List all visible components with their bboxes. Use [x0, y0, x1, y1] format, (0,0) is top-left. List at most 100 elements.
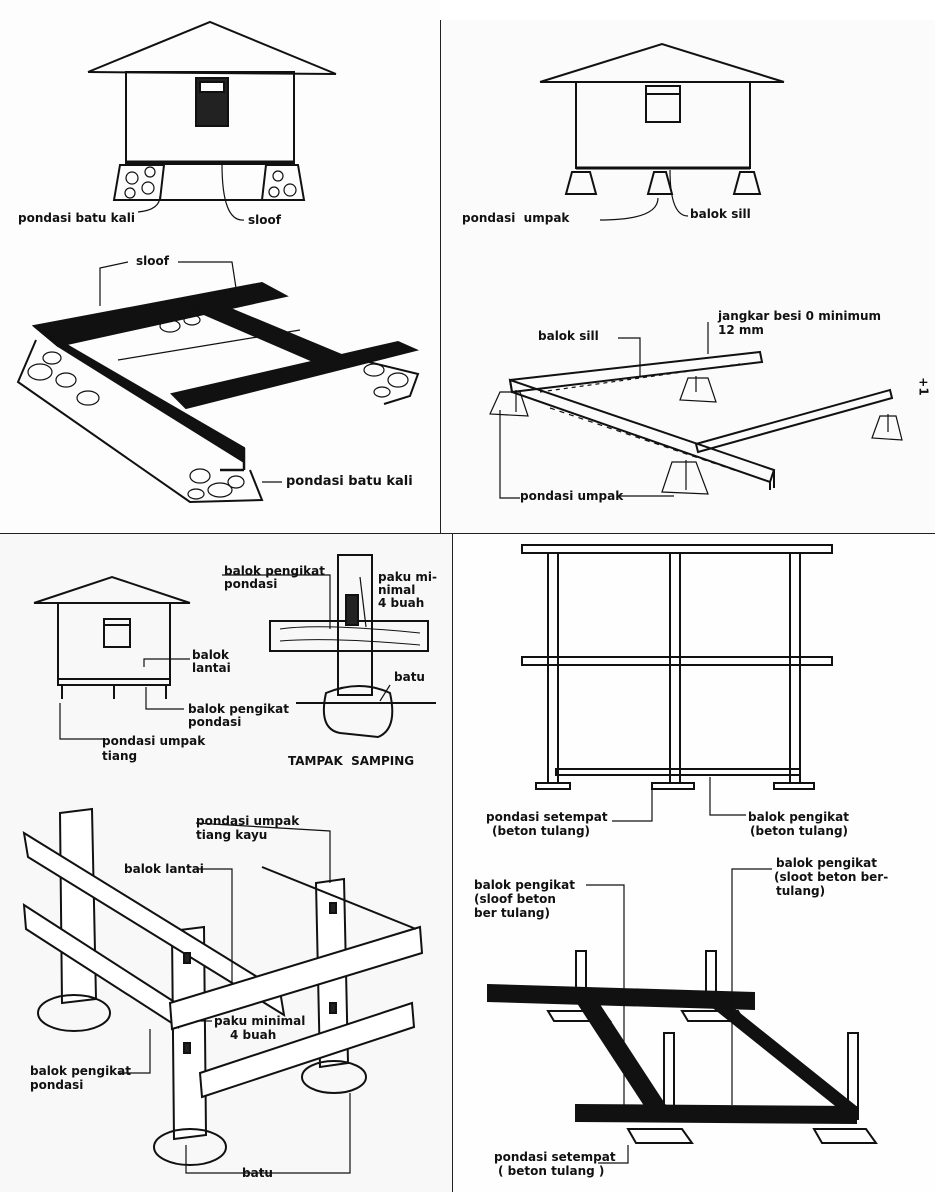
label-pengikat-b2: pondasi: [188, 715, 242, 729]
label-umpak-kayu-2: tiang kayu: [196, 828, 268, 842]
label-pengikat-top-2: pondasi: [224, 577, 278, 591]
tiang-kayu-drawing: [22, 554, 436, 1174]
label-setempat-2: (beton tulang): [492, 824, 591, 838]
beam-floor-1: [22, 830, 286, 1018]
label-pengikat-2: (beton tulang): [750, 824, 849, 838]
iso-col-3: [663, 1032, 675, 1120]
umpak-iso-2: [679, 377, 717, 403]
label-umpak-2: tiang: [102, 749, 138, 763]
column-1: [547, 552, 559, 784]
panel-batu-kali: pondasi batu kali sloof sloof pondasi ba…: [0, 0, 440, 533]
label-lantai-2: lantai: [192, 661, 231, 675]
beton-tulang-drawing: [487, 544, 878, 1164]
house-roof: [87, 20, 337, 75]
iso-foot-4: [812, 1128, 878, 1144]
label-lantai-iso: balok lantai: [124, 862, 204, 876]
label-pengikat-1: balok pengikat: [748, 810, 849, 824]
house-window: [645, 85, 681, 123]
label-sloof-l3: ber tulang): [474, 906, 550, 920]
label-paku-3: 4 buah: [378, 596, 425, 610]
iso-foot-2: [680, 1010, 746, 1022]
label-batu-bottom: batu: [242, 1166, 273, 1180]
stone-iso-3: [301, 1060, 367, 1094]
label-sloof-r3: tulang): [776, 884, 826, 898]
stone-left: [112, 164, 166, 201]
umpak-iso-1: [489, 391, 529, 417]
stone-iso-1: [37, 994, 111, 1032]
label-pengikat-b1: balok pengikat: [188, 702, 289, 716]
label-pengikat-iso-1: balok pengikat: [30, 1064, 131, 1078]
panel-tiang-kayu: balok pengikat pondasi paku mi- nimal 4 …: [0, 533, 452, 1192]
beam-pengikat: [168, 925, 424, 1031]
sill-back: [508, 350, 764, 394]
umpak-iso-3: [661, 461, 709, 495]
column-2: [669, 552, 681, 784]
label-side-mark: +1: [916, 377, 931, 396]
stone-right: [260, 164, 306, 201]
label-balok-sill-plan: balok sill: [538, 329, 599, 343]
label-pondasi-umpak-top: pondasi umpak: [462, 211, 570, 225]
column-side: [337, 554, 373, 696]
iso-col-2: [705, 950, 717, 1002]
house-window: [103, 618, 131, 648]
label-umpak-kayu-1: pondasi umpak: [196, 814, 300, 828]
label-pondasi-batu-kali-top: pondasi batu kali: [18, 211, 135, 225]
umpak-left: [564, 171, 598, 195]
iso-sloof-front: [575, 1103, 857, 1125]
nail-plate: [345, 594, 359, 626]
label-paku-iso-1: paku minimal: [214, 1014, 306, 1028]
umpak-iso-4: [871, 415, 903, 441]
mid-beam: [521, 656, 833, 666]
umpak-middle: [646, 171, 674, 195]
label-sloof-top: sloof: [248, 213, 281, 227]
label-sloof-plan: sloof: [136, 254, 169, 268]
label-jangkar-line1: jangkar besi 0 minimum: [718, 309, 882, 323]
label-sloof-l1: balok pengikat: [474, 878, 575, 892]
sloof-beam: [555, 768, 801, 776]
label-pengikat-iso-2: pondasi: [30, 1078, 84, 1092]
label-pengikat-top-1: balok pengikat: [224, 564, 325, 578]
post-2: [170, 925, 208, 1141]
stone-side: [322, 685, 394, 739]
label-paku-2: nimal: [378, 583, 416, 597]
sloof-back: [31, 281, 289, 348]
house-wall: [57, 602, 171, 680]
panel-umpak: pondasi umpak balok sill balok sill jang…: [440, 20, 935, 533]
iso-foot-1: [546, 1010, 613, 1022]
floor-beam: [57, 678, 171, 686]
label-lantai-1: balok: [192, 648, 230, 662]
house-roof: [539, 42, 785, 83]
stone-base-right: [343, 355, 420, 405]
separator-vertical-bottom: [452, 533, 453, 1192]
label-jangkar-line2: 12 mm: [718, 323, 764, 337]
separator-horizontal: [0, 533, 935, 534]
label-balok-sill-top: balok sill: [690, 207, 751, 221]
stone-base-left: [16, 339, 264, 504]
label-sloof-l2: (sloof beton: [474, 892, 556, 906]
label-sloof-r2: (sloot beton ber-: [774, 870, 889, 884]
house-roof: [33, 575, 191, 604]
label-pondasi-umpak-plan: pondasi umpak: [520, 489, 624, 503]
post-1: [58, 807, 98, 1005]
label-paku-1: paku mi-: [378, 570, 437, 584]
top-beam: [521, 544, 833, 554]
iso-foot-3: [626, 1128, 694, 1144]
label-setempat-b2: ( beton tulang ): [498, 1164, 605, 1178]
sill-left: [508, 378, 776, 484]
iso-sloof-back: [487, 983, 755, 1011]
separator-vertical-top: [440, 20, 441, 533]
stone-iso-2: [153, 1128, 227, 1166]
label-setempat-1: pondasi setempat: [486, 810, 608, 824]
sill-right: [694, 388, 894, 454]
label-paku-iso-2: 4 buah: [230, 1028, 277, 1042]
label-umpak-1: pondasi umpak: [102, 734, 206, 748]
iso-col-4: [847, 1032, 859, 1120]
house-wall: [125, 71, 295, 165]
iso-sloof-left: [576, 1002, 668, 1108]
label-setempat-b1: pondasi setempat: [494, 1150, 616, 1164]
panel-beton-tulang: pondasi setempat (beton tulang) balok pe…: [452, 533, 935, 1192]
iso-col-1: [575, 950, 587, 1002]
column-3: [789, 552, 801, 784]
label-batu-top: batu: [394, 670, 425, 684]
iso-sloof-right: [705, 1002, 859, 1108]
